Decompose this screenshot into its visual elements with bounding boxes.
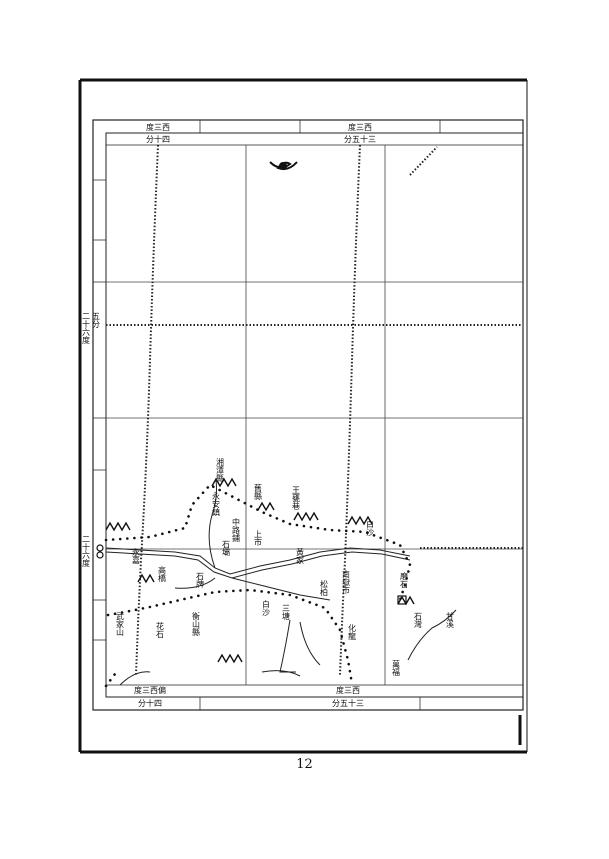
scale-bottom-right-deg: 度三西 <box>336 685 360 695</box>
place-label: 甘溪 <box>446 611 455 629</box>
place-label: 磨石 <box>400 571 409 589</box>
place-labels: 湘潭縣舊縣永安鎮王甕巷中路鋪上市永嘉石壩黃家白沙石牌南嶽市磨石高橋松柏武家山白沙… <box>116 457 455 677</box>
place-label: 舊縣 <box>254 483 263 500</box>
place-label: 石灣 <box>414 612 423 629</box>
place-label: 湘潭縣 <box>216 457 225 482</box>
scale-bottom-left-min: 分十四 <box>138 698 162 708</box>
compass-mark-icon <box>269 161 298 171</box>
mountain-icon <box>105 521 131 532</box>
side-labels: 五分 二十六度 二十六度 <box>82 312 101 568</box>
frame-ticks <box>93 120 441 710</box>
place-label: 武家山 <box>116 611 125 637</box>
place-label: 永安鎮 <box>212 491 221 517</box>
mountains <box>105 477 415 664</box>
mountain-icon <box>211 477 237 488</box>
scale-bottom-left-deg: 度三西偏 <box>134 685 166 695</box>
scale-left-mid-deg: 二十六度 <box>82 312 91 345</box>
place-label: 黃家 <box>296 547 305 564</box>
place-label: 花石 <box>156 621 165 639</box>
mountain-icon <box>293 511 319 522</box>
place-label: 松柏 <box>320 579 329 597</box>
place-label: 王甕巷 <box>292 486 301 510</box>
scale-top-left-deg: 度三西 <box>146 122 170 132</box>
place-label: 衡山縣 <box>192 611 201 636</box>
scale-top-right-deg: 度三西 <box>348 122 372 132</box>
rivers <box>105 479 457 686</box>
scale-left-low-deg: 二十六度 <box>82 535 91 568</box>
place-label: 三塘 <box>282 604 291 621</box>
place-label: 中路鋪 <box>232 517 241 543</box>
page-number: 12 <box>296 757 313 772</box>
place-label: 石壩 <box>222 540 231 557</box>
place-label: 化龍 <box>348 623 357 641</box>
scale-top-left-min: 分十四 <box>146 134 170 144</box>
place-label: 南嶽市 <box>342 569 351 595</box>
boundary-line <box>104 483 412 688</box>
place-label: 上市 <box>254 530 263 547</box>
place-label: 白沙 <box>366 519 375 536</box>
map-border <box>92 119 524 711</box>
mountain-icon <box>217 653 243 664</box>
mountain-icon <box>137 573 155 584</box>
page-frame <box>78 78 528 754</box>
place-label: 永嘉 <box>132 547 141 565</box>
place-label: 白沙 <box>262 599 271 616</box>
scale-top-right-min: 分五十三 <box>344 134 376 144</box>
place-label: 萬福 <box>392 659 401 677</box>
mountain-icon <box>257 501 275 512</box>
place-label: 高橋 <box>158 565 167 583</box>
scale-left-mid-min: 五分 <box>92 312 101 329</box>
scale-labels: 度三西 分十四 度三西 分五十三 度三西偏 分十四 度三西 分五十三 <box>134 122 376 708</box>
mountain-icon <box>347 515 373 526</box>
map-grid <box>106 145 523 685</box>
hatched-lines <box>106 144 523 676</box>
place-label: 石牌 <box>196 572 205 589</box>
city-markers <box>96 544 407 605</box>
scale-bottom-right-min: 分五十三 <box>332 698 364 708</box>
